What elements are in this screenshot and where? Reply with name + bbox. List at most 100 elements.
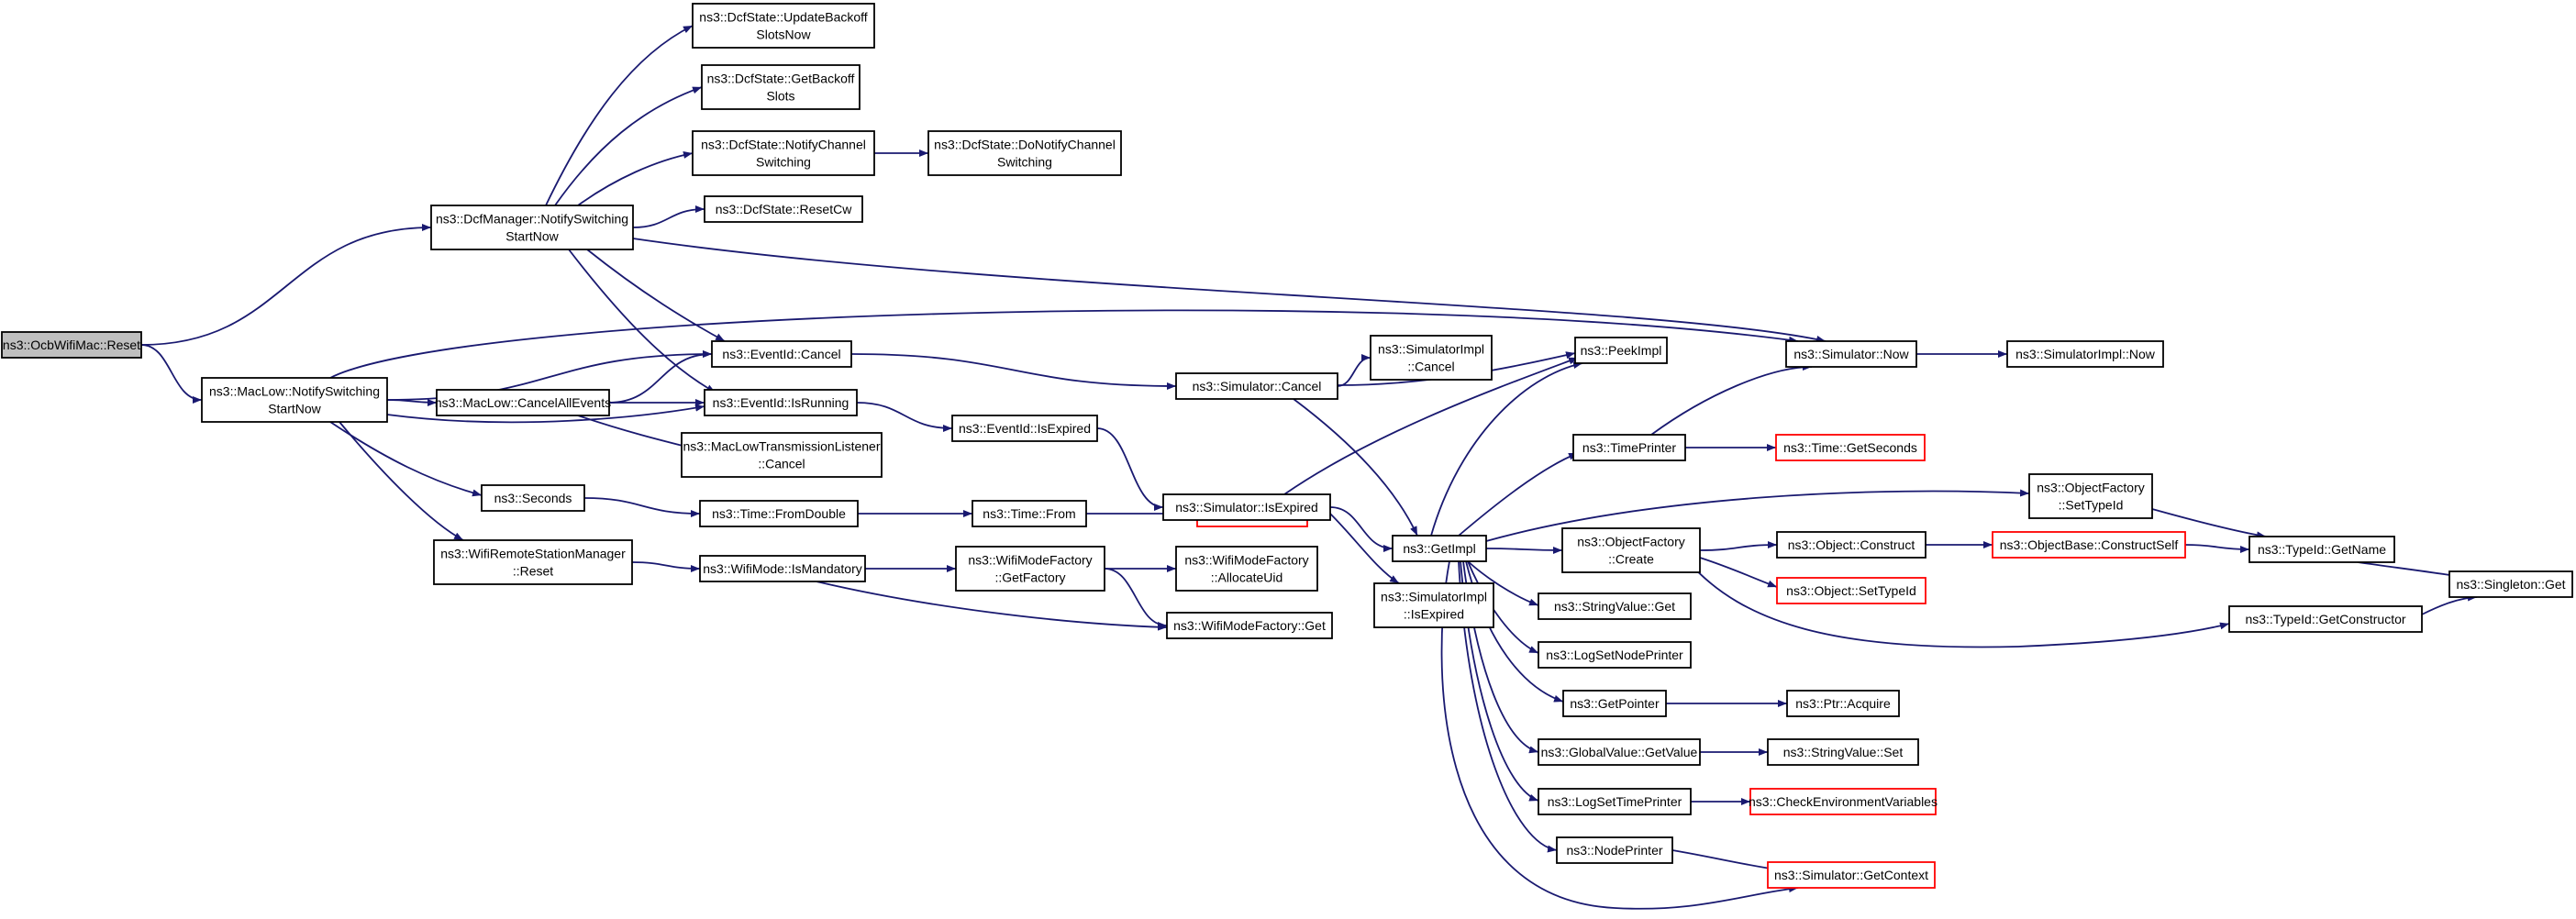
node-box — [1776, 531, 1926, 559]
node-from_double[interactable]: ns3::Time::FromDouble — [699, 500, 859, 527]
node-getimpl[interactable]: ns3::GetImpl — [1392, 535, 1487, 562]
node-label: ns3::CheckEnvironmentVariables — [1749, 794, 1938, 809]
node-label: ns3::DcfState::DoNotifyChannel — [934, 138, 1116, 152]
node-box — [1175, 372, 1338, 400]
node-label: SlotsNow — [756, 28, 811, 42]
node-singleton_get[interactable]: ns3::Singleton::Get — [2448, 570, 2573, 598]
node-box — [433, 539, 633, 585]
edge-dcf_notify-to-notify_chan — [577, 151, 694, 206]
node-listener_cancel[interactable]: ns3::MacLowTransmissionListener::Cancel — [681, 432, 883, 478]
node-wmf_alloc[interactable]: ns3::WifiModeFactory::AllocateUid — [1175, 546, 1318, 592]
node-label: ns3::DcfState::UpdateBackoff — [699, 10, 868, 25]
edge-dcf_notify-to-get_backoff — [554, 86, 703, 206]
node-box — [1, 331, 142, 359]
node-eid_cancel[interactable]: ns3::EventId::Cancel — [711, 340, 852, 368]
node-logsettimeprinter[interactable]: ns3::LogSetTimePrinter — [1538, 788, 1692, 815]
node-eid_isrunning[interactable]: ns3::EventId::IsRunning — [704, 389, 858, 416]
node-label: ns3::Simulator::GetContext — [1774, 868, 1928, 882]
node-box — [1767, 861, 1936, 889]
node-box — [1538, 788, 1692, 815]
node-label: ns3::GetPointer — [1570, 696, 1660, 711]
node-time_from[interactable]: ns3::Time::From — [972, 500, 1087, 527]
node-typeid_getctor[interactable]: ns3::TypeId::GetConstructor — [2228, 605, 2423, 633]
node-cancel_all[interactable]: ns3::MacLow::CancelAllEvents — [435, 389, 611, 416]
node-logsetnodeprinter[interactable]: ns3::LogSetNodePrinter — [1538, 641, 1692, 669]
node-box — [955, 546, 1105, 592]
node-is_mandatory[interactable]: ns3::WifiMode::IsMandatory — [699, 555, 866, 582]
edge-cancel_all-to-eid_cancel — [608, 350, 713, 404]
node-box — [1749, 788, 1937, 815]
node-wmf_getfactory[interactable]: ns3::WifiModeFactory::GetFactory — [955, 546, 1105, 592]
node-box — [704, 389, 858, 416]
node-ptr_acquire[interactable]: ns3::Ptr::Acquire — [1786, 690, 1900, 717]
node-label: ns3::DcfState::ResetCw — [716, 202, 853, 216]
node-sv_get[interactable]: ns3::StringValue::Get — [1538, 592, 1692, 620]
node-box — [699, 500, 859, 527]
edge-getimpl-to-of_settypeid — [1485, 489, 2030, 542]
node-typeid_getname[interactable]: ns3::TypeId::GetName — [2248, 536, 2395, 563]
node-box — [1538, 592, 1692, 620]
edge-sim_isexpired-to-simimpl_isexpired — [1329, 513, 1400, 584]
node-label: ns3::Singleton::Get — [2456, 577, 2565, 592]
node-seconds[interactable]: ns3::Seconds — [481, 484, 585, 512]
node-obj_construct[interactable]: ns3::Object::Construct — [1776, 531, 1926, 559]
node-box — [1562, 690, 1667, 717]
node-reset_cw[interactable]: ns3::DcfState::ResetCw — [704, 195, 863, 223]
node-gv_getvalue[interactable]: ns3::GlobalValue::GetValue — [1538, 738, 1701, 766]
node-label: ns3::NodePrinter — [1566, 843, 1662, 858]
node-sim_isexpired[interactable]: ns3::Simulator::IsExpired — [1162, 493, 1331, 521]
node-time_getseconds[interactable]: ns3::Time::GetSeconds — [1775, 434, 1926, 461]
node-obj_settypeid[interactable]: ns3::Object::SetTypeId — [1776, 577, 1926, 604]
edge-getimpl-to-getpointer — [1465, 560, 1564, 703]
node-label: ::IsExpired — [1404, 607, 1464, 622]
node-box — [1556, 836, 1673, 864]
node-simimpl_cancel[interactable]: ns3::SimulatorImpl::Cancel — [1370, 335, 1493, 381]
node-checkenv[interactable]: ns3::CheckEnvironmentVariables — [1749, 788, 1938, 815]
edge-is_mandatory-to-wmf_get — [816, 581, 1168, 631]
node-simimpl_isexpired[interactable]: ns3::SimulatorImpl::IsExpired — [1373, 582, 1494, 628]
node-box — [1992, 531, 2186, 559]
node-ocb_reset[interactable]: ns3::OcbWifiMac::Reset — [1, 331, 142, 359]
edge-of_create-to-obj_construct — [1699, 541, 1778, 551]
node-sim_now[interactable]: ns3::Simulator::Now — [1785, 340, 1917, 368]
node-box — [701, 64, 861, 110]
node-label: Switching — [997, 155, 1052, 170]
node-of_create[interactable]: ns3::ObjectFactory::Create — [1561, 527, 1701, 573]
edge-ocb_reset-to-maclow_notify — [140, 344, 203, 404]
node-box — [481, 484, 585, 512]
edge-ocb_reset-to-dcf_notify — [140, 224, 432, 346]
node-getpointer[interactable]: ns3::GetPointer — [1562, 690, 1667, 717]
node-label: ns3::DcfManager::NotifySwitching — [436, 212, 628, 227]
node-of_settypeid[interactable]: ns3::ObjectFactory::SetTypeId — [2028, 473, 2153, 519]
node-sv_set[interactable]: ns3::StringValue::Set — [1767, 738, 1919, 766]
node-label: ns3::TypeId::GetConstructor — [2245, 612, 2405, 626]
node-wrsm_reset[interactable]: ns3::WifiRemoteStationManager::Reset — [433, 539, 633, 585]
edge-dcf_notify-to-sim_now — [632, 238, 1827, 343]
node-box — [1538, 641, 1692, 669]
node-sim_cancel[interactable]: ns3::Simulator::Cancel — [1175, 372, 1338, 400]
node-box — [692, 3, 875, 49]
node-wmf_get[interactable]: ns3::WifiModeFactory::Get — [1166, 612, 1333, 639]
node-box — [2028, 473, 2153, 519]
node-simimpl_now[interactable]: ns3::SimulatorImpl::Now — [2006, 340, 2164, 368]
node-label: ns3::GetImpl — [1403, 541, 1475, 556]
node-sim_getcontext[interactable]: ns3::Simulator::GetContext — [1767, 861, 1936, 889]
node-peekimpl[interactable]: ns3::PeekImpl — [1574, 337, 1668, 364]
node-label: ns3::ObjectFactory — [1577, 535, 1685, 549]
node-box — [2006, 340, 2164, 368]
edge-maclow_notify-to-cancel_all — [386, 398, 438, 406]
edge-getimpl-to-sv_get — [1467, 560, 1539, 606]
node-label: ns3::StringValue::Set — [1783, 745, 1904, 759]
node-box — [951, 415, 1098, 442]
node-ob_constructself[interactable]: ns3::ObjectBase::ConstructSelf — [1992, 531, 2186, 559]
node-nodeprinter[interactable]: ns3::NodePrinter — [1556, 836, 1673, 864]
node-label: ns3::MacLow::NotifySwitching — [209, 384, 380, 399]
node-timeprinter[interactable]: ns3::TimePrinter — [1572, 434, 1686, 461]
node-eid_isexpired[interactable]: ns3::EventId::IsExpired — [951, 415, 1098, 442]
